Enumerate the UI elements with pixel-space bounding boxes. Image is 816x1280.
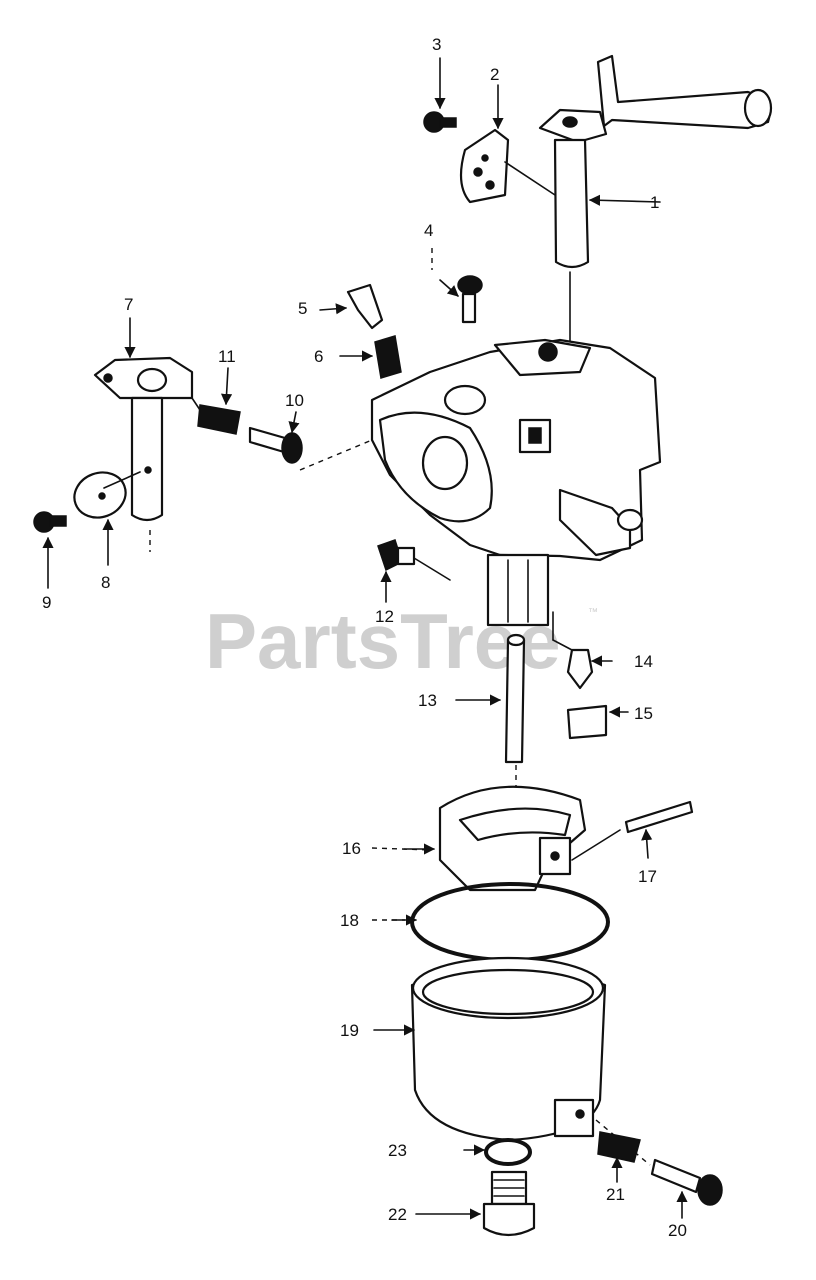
carburetor-body[interactable] bbox=[370, 338, 662, 627]
part-1-throttle-shaft[interactable] bbox=[538, 54, 773, 269]
part-17-float-pin[interactable] bbox=[624, 800, 694, 834]
part-11-spring[interactable] bbox=[197, 404, 241, 435]
part-9-screw[interactable] bbox=[33, 511, 67, 533]
callout-12: 12 bbox=[375, 607, 394, 626]
callout-1: 1 bbox=[650, 193, 659, 212]
part-14-inlet-needle[interactable] bbox=[566, 648, 594, 690]
part-19-float-bowl[interactable] bbox=[410, 956, 607, 1142]
part-15-clip[interactable] bbox=[566, 704, 608, 740]
callout-20: 20 bbox=[668, 1221, 687, 1240]
callout-23: 23 bbox=[388, 1141, 407, 1160]
callout-16: 16 bbox=[342, 839, 361, 858]
part-3-screw[interactable] bbox=[423, 111, 457, 133]
callout-22: 22 bbox=[388, 1205, 407, 1224]
callout-8: 8 bbox=[101, 573, 110, 592]
part-12-jet[interactable] bbox=[377, 539, 416, 572]
callout-6: 6 bbox=[314, 347, 323, 366]
callout-14: 14 bbox=[634, 652, 653, 671]
callout-15: 15 bbox=[634, 704, 653, 723]
part-21-spring[interactable] bbox=[597, 1131, 641, 1163]
callout-3: 3 bbox=[432, 35, 441, 54]
callout-18: 18 bbox=[340, 911, 359, 930]
callout-2: 2 bbox=[490, 65, 499, 84]
callout-21: 21 bbox=[606, 1185, 625, 1204]
part-4-screw[interactable] bbox=[457, 275, 483, 324]
part-10-screw[interactable] bbox=[248, 426, 303, 464]
watermark-trademark: ™ bbox=[588, 607, 598, 618]
part-22-drain-plug[interactable] bbox=[482, 1170, 536, 1237]
part-8-choke-plate[interactable] bbox=[68, 465, 132, 524]
callout-10: 10 bbox=[285, 391, 304, 410]
callout-4: 4 bbox=[424, 221, 433, 240]
callout-9: 9 bbox=[42, 593, 51, 612]
part-18-gasket[interactable] bbox=[410, 882, 610, 962]
callout-7: 7 bbox=[124, 295, 133, 314]
callout-19: 19 bbox=[340, 1021, 359, 1040]
part-6-spring[interactable] bbox=[374, 335, 402, 379]
part-20-bowl-screw[interactable] bbox=[650, 1158, 723, 1206]
part-23-washer[interactable] bbox=[484, 1138, 532, 1166]
callout-17: 17 bbox=[638, 867, 657, 886]
part-13-nozzle[interactable] bbox=[504, 633, 526, 764]
part-7-choke-shaft[interactable] bbox=[93, 356, 194, 522]
callout-5: 5 bbox=[298, 299, 307, 318]
part-5-screw[interactable] bbox=[346, 283, 384, 330]
callout-13: 13 bbox=[418, 691, 437, 710]
part-2-throttle-plate[interactable] bbox=[459, 128, 510, 204]
callout-11: 11 bbox=[218, 347, 236, 366]
part-16-float[interactable] bbox=[438, 785, 587, 892]
